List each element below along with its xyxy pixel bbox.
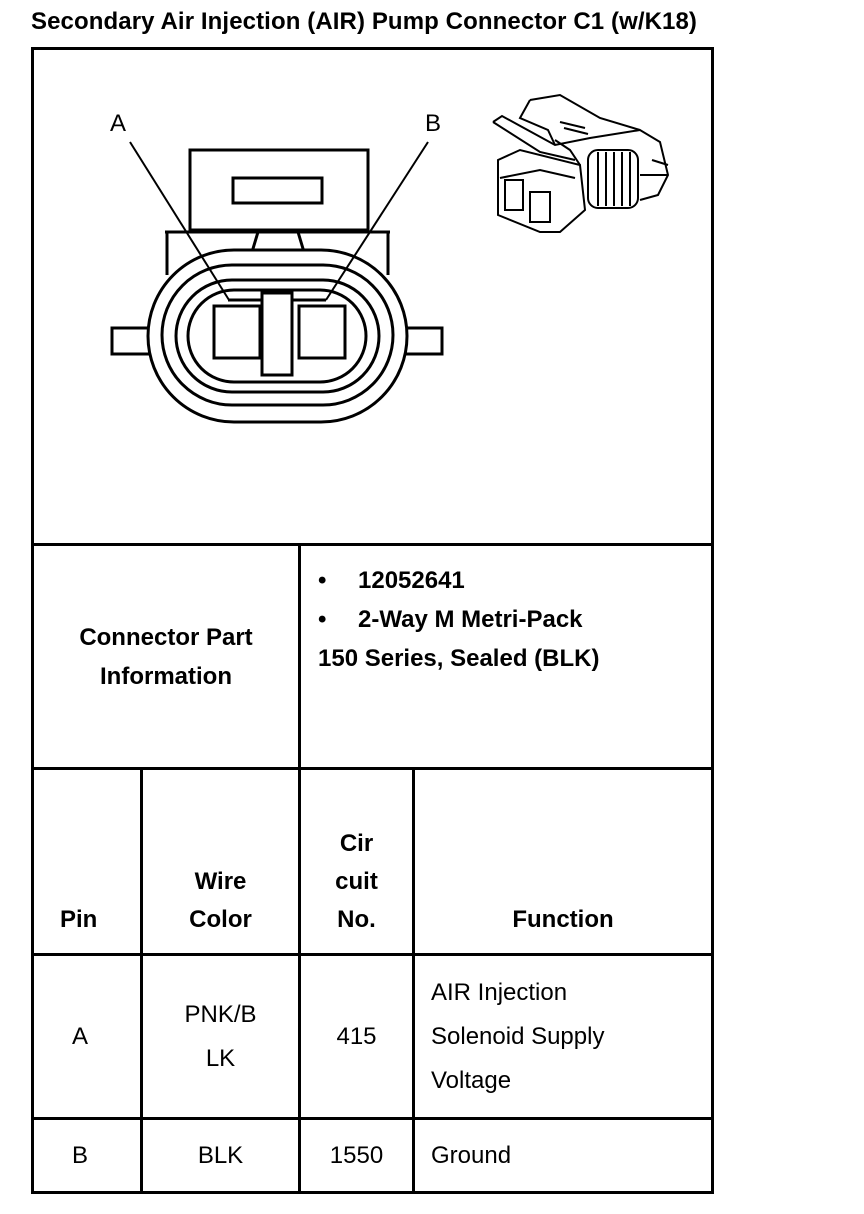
header-pin-text: Pin <box>60 906 98 933</box>
connector-info-label-line1: Connector Part <box>79 623 253 651</box>
table-row: A <box>34 956 140 1117</box>
bullet-series: • 2-Way M Metri-Pack <box>318 600 708 639</box>
row-a-circuit-text: 415 <box>336 1022 377 1050</box>
row-b-wire-line1: BLK <box>197 1141 244 1169</box>
divider-info <box>31 767 714 770</box>
row-b-function: Ground <box>431 1120 711 1191</box>
table-row: B <box>34 1120 140 1191</box>
row-a-function: AIR Injection Solenoid Supply Voltage <box>431 956 711 1117</box>
row-a-circuit: 415 <box>301 956 412 1117</box>
header-wire-color: Wire Color <box>143 770 298 953</box>
pin-a-label: A <box>110 110 126 137</box>
row-a-function-line3: Voltage <box>431 1066 512 1094</box>
connector-info-details: • 12052641 • 2-Way M Metri-Pack 150 Series… <box>318 561 708 678</box>
bullet-dot-icon: • <box>318 606 327 633</box>
bullet-part-number: • 12052641 <box>318 561 708 600</box>
divider-info-col <box>298 543 301 770</box>
bullet-dot-icon: • <box>318 567 327 594</box>
header-color-text: Color <box>189 906 252 933</box>
connector-info-label: Connector Part Information <box>34 546 298 767</box>
series-continuation: 150 Series, Sealed (BLK) <box>318 645 600 672</box>
connector-face-diagram: A B <box>110 93 670 424</box>
row-b-function-line1: Ground <box>431 1141 512 1169</box>
header-no-text: No. <box>337 906 376 933</box>
row-b-circuit: 1550 <box>301 1120 412 1191</box>
row-a-wire-line2: LK <box>205 1044 236 1072</box>
row-b-circuit-text: 1550 <box>329 1141 384 1169</box>
row-b-wire-color: BLK <box>143 1120 298 1191</box>
connector-frame <box>31 47 714 1194</box>
connector-type: 2-Way M Metri-Pack <box>358 606 583 633</box>
divider-header <box>31 953 714 956</box>
part-number: 12052641 <box>358 567 465 594</box>
header-circuit-no: Cir cuit No. <box>301 770 412 953</box>
connector-3d-illustration <box>492 93 670 233</box>
page-title: Secondary Air Injection (AIR) Pump Conne… <box>31 8 698 35</box>
header-cuit-text: cuit <box>335 868 378 895</box>
row-a-pin: A <box>72 1022 89 1050</box>
header-function-text: Function <box>512 906 614 933</box>
divider-diagram <box>31 543 714 546</box>
divider-row-a <box>31 1117 714 1120</box>
row-a-wire-line1: PNK/B <box>184 1000 257 1028</box>
pin-b-label: B <box>425 110 441 137</box>
row-a-function-line2: Solenoid Supply <box>431 1022 605 1050</box>
row-a-function-line1: AIR Injection <box>431 978 568 1006</box>
header-pin: Pin <box>34 770 140 953</box>
connector-info-label-line2: Information <box>100 662 232 690</box>
divider-col-1 <box>140 767 143 1194</box>
header-wire-text: Wire <box>194 868 247 895</box>
row-b-pin: B <box>72 1141 89 1169</box>
row-a-wire-color: PNK/B LK <box>143 956 298 1117</box>
header-cir-text: Cir <box>339 830 374 857</box>
divider-col-2 <box>298 767 301 1194</box>
header-function: Function <box>415 770 711 953</box>
divider-col-3 <box>412 767 415 1194</box>
